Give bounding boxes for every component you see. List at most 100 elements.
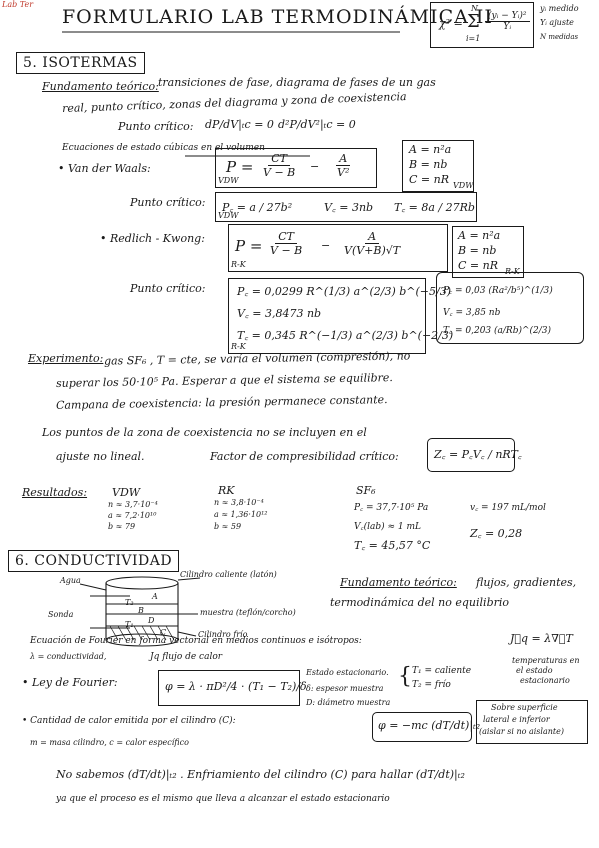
pc-eq1: dP/dV|ₜc = 0 [205,118,274,131]
rk-num1: CT [275,230,297,244]
vdw-minus: − [310,160,320,173]
sec5-fund-text-1: transiciones de fase, diagrama de fases … [158,76,436,89]
diag-sonda: Sonda [48,610,74,619]
res-vdw-b: b ≈ 79 [108,522,136,531]
rk-minus: − [321,239,331,252]
sec6-fund-text-2: termodinámica del no equilibrio [330,596,510,609]
rk-consts-box: A = n²a B = nb C = nR R-K [452,226,524,278]
rk-tc-eq: T꜀ = 0,345 R^(−1/3) a^(2/3) b^(−2/3) [237,329,454,342]
sum-icon: Σ [467,11,480,32]
heat-side-box: Sobre superficie lateral e inferior (ais… [476,700,588,744]
diag-muestra: muestra (teflón/corcho) [200,608,296,617]
rk-p: P = [235,237,263,255]
rk-alt-vc: V꜀ = 3,85 nb [443,308,501,318]
coex-line-2: ajuste no lineal. [56,450,145,463]
diag-cil-caliente: Cilindro caliente (latón) [180,570,277,579]
heat-line-2: m = masa cilindro, c = calor específico [30,738,189,747]
vdw-critical-box: P꜀ = a / 27b² V꜀ = 3nb T꜀ = 8a / 27Rb VD… [215,192,477,222]
vdw-den1: V − B [263,166,296,179]
law-side-1: temperaturas en [512,656,580,665]
diag-c: C [160,628,167,637]
pc-eq2: d²P/dV²|ₜc = 0 [278,118,356,131]
zc-label: Factor de compresibilidad crítico: [210,450,399,463]
chi-squared-box: χ² = N Σ i=1 (yᵢ − Yᵢ)² Yᵢ [430,2,534,48]
rk-alt-box: P꜀ = 0,03 (Ra²/b⁵)^(1/3) V꜀ = 3,85 nb T꜀… [436,272,584,344]
corner-mark: Lab Ter [2,0,34,9]
chi-legend-2: Yᵢ ajuste [540,18,574,27]
section-5-heading: 5. ISOTERMAS [16,52,145,74]
res-vdw-n: n ≈ 3,7·10⁻⁴ [108,500,158,509]
fourier-line-2: λ = conductividad, [30,652,107,661]
sec6-fund-text-1: flujos, gradientes, [476,576,577,589]
rk-tag: R-K [231,260,246,269]
res-sf6-vc: V꜀(lab) ≈ 1 mL [354,522,422,532]
vdw-pc-label: Punto crítico: [130,196,206,209]
rk-alt-pc: P꜀ = 0,03 (Ra²/b⁵)^(1/3) [443,286,553,296]
chi-sum-bottom: i=1 [466,34,481,43]
law-note-1: Estado estacionario. [306,668,389,677]
rk-consts-tag: R-K [505,267,520,276]
chi-legend-1: yᵢ medido [540,4,579,13]
diag-a: A [152,592,158,601]
res-rk-head: RK [218,484,235,497]
rk-const-b: B = nb [458,244,497,257]
pc-label: Punto crítico: [118,120,194,133]
heat-formula: φ = −mc (dT/dt)|ₜ₂ [378,719,481,732]
sec5-fund-label: Fundamento teórico: [42,80,159,93]
chi-numerator: (yᵢ − Yᵢ)² [485,11,530,22]
heat-line-1: • Cantidad de calor emitida por el cilin… [22,716,236,726]
vdw-p: P = [226,158,254,176]
rk-pc-label: Punto crítico: [130,282,206,295]
diag-t2: T₂ [125,598,134,607]
res-sf6-pc: P꜀ = 37,7·10⁵ Pa [354,503,429,513]
res-rk-n: n ≈ 3,8·10⁻⁴ [214,498,264,507]
law-note-3: D: diámetro muestra [306,698,391,707]
heat-side-1: Sobre superficie [491,703,558,712]
vdw-const-c: C = nR [409,173,449,186]
res-vdw-a: a ≈ 7,2·10¹⁰ [108,511,157,520]
heat-side-2: lateral e inferior [483,715,550,724]
vdw-num1: CT [268,152,290,166]
coex-line-1: Los puntos de la zona de coexistencia no… [42,426,367,439]
law-side-3: estacionario [520,676,570,685]
rk-const-c: C = nR [458,259,498,272]
res-vdw-head: VDW [112,486,141,499]
rk-label: • Redlich - Kwong: [100,232,205,245]
diag-b: B [138,606,144,615]
page-title: FORMULARIO LAB TERMODINÁMICA II [62,6,493,28]
zc-formula: Z꜀ = P꜀V꜀ / nRT꜀ [434,448,522,461]
vdw-label: • Van der Waals: [58,162,151,175]
diag-t1: T₁ [125,620,134,629]
res-vc: v꜀ = 197 mL/mol [470,503,546,513]
rk-alt-tc: T꜀ = 0,203 (a/Rb)^(2/3) [443,326,552,336]
sec6-fund-label: Fundamento teórico: [340,576,457,589]
final-line-1: No sabemos (dT/dt)|ₜ₂ . Enfriamiento del… [56,768,465,781]
vdw-const-b: B = nb [409,158,448,171]
section-6-heading: 6. CONDUCTIVIDAD [8,550,180,572]
zc-box: Z꜀ = P꜀V꜀ / nRT꜀ [427,438,522,472]
vdw-consts-tag: VDW [453,181,474,190]
vdw-vc: V꜀ = 3nb [324,201,374,214]
brace-icon: { [398,664,412,689]
vdw-consts-box: A = n²a B = nb C = nR VDW [402,140,474,192]
exp-label: Experimento: [28,352,104,365]
vdw-equation-box: P = CT V − B − A V² VDW [215,148,377,188]
eos-line: Ecuaciones de estado cúbicas en el volum… [62,143,265,153]
rk-pc-eq: P꜀ = 0,0299 R^(1/3) a^(2/3) b^(−5/3) [237,285,452,298]
chi-sum-top: N [471,4,478,13]
vdw-const-a: A = n²a [409,143,452,156]
vdw-den2: V² [337,166,350,179]
law-side-2: el estado [516,666,553,675]
res-sf6-head: SF₆ [356,484,376,497]
fourier-vector: J⃗q = λ∇⃗T [510,632,573,645]
rk-num2: A [365,230,380,244]
rk-const-a: A = n²a [458,229,501,242]
chi-lhs: χ² = [439,17,463,30]
diag-d: D [148,616,155,625]
diag-cil-frio: Cilindro frío [198,630,248,639]
rk-vc-eq: V꜀ = 3,8473 nb [237,307,322,320]
fourier-law-box: φ = λ · πD²/4 · (T₁ − T₂)/δ [158,670,307,706]
chi-legend-3: N medidas [540,33,579,41]
heat-formula-box: φ = −mc (dT/dt)|ₜ₂ [372,712,480,742]
